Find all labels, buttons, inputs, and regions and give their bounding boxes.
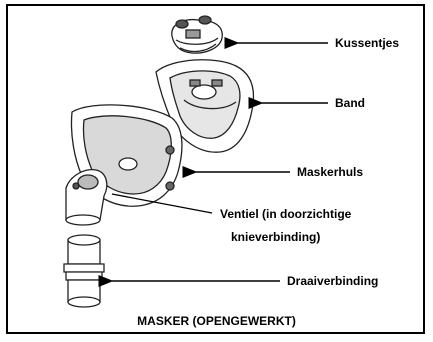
label-kussentjes: Kussentjes [335,36,399,51]
label-ventiel-line1: Ventiel (in doorzichtige [220,207,351,222]
diagram-caption: MASKER (OPENGEWERKT) [0,314,433,328]
label-draaiverbinding: Draaiverbinding [287,274,378,289]
label-ventiel-line2: knieverbinding) [231,230,320,245]
cushions-illustration [172,16,222,53]
label-maskerhuls: Maskerhuls [297,165,363,180]
label-band: Band [335,96,365,111]
elbow-valve-illustration [66,170,107,225]
swivel-illustration [64,235,104,307]
